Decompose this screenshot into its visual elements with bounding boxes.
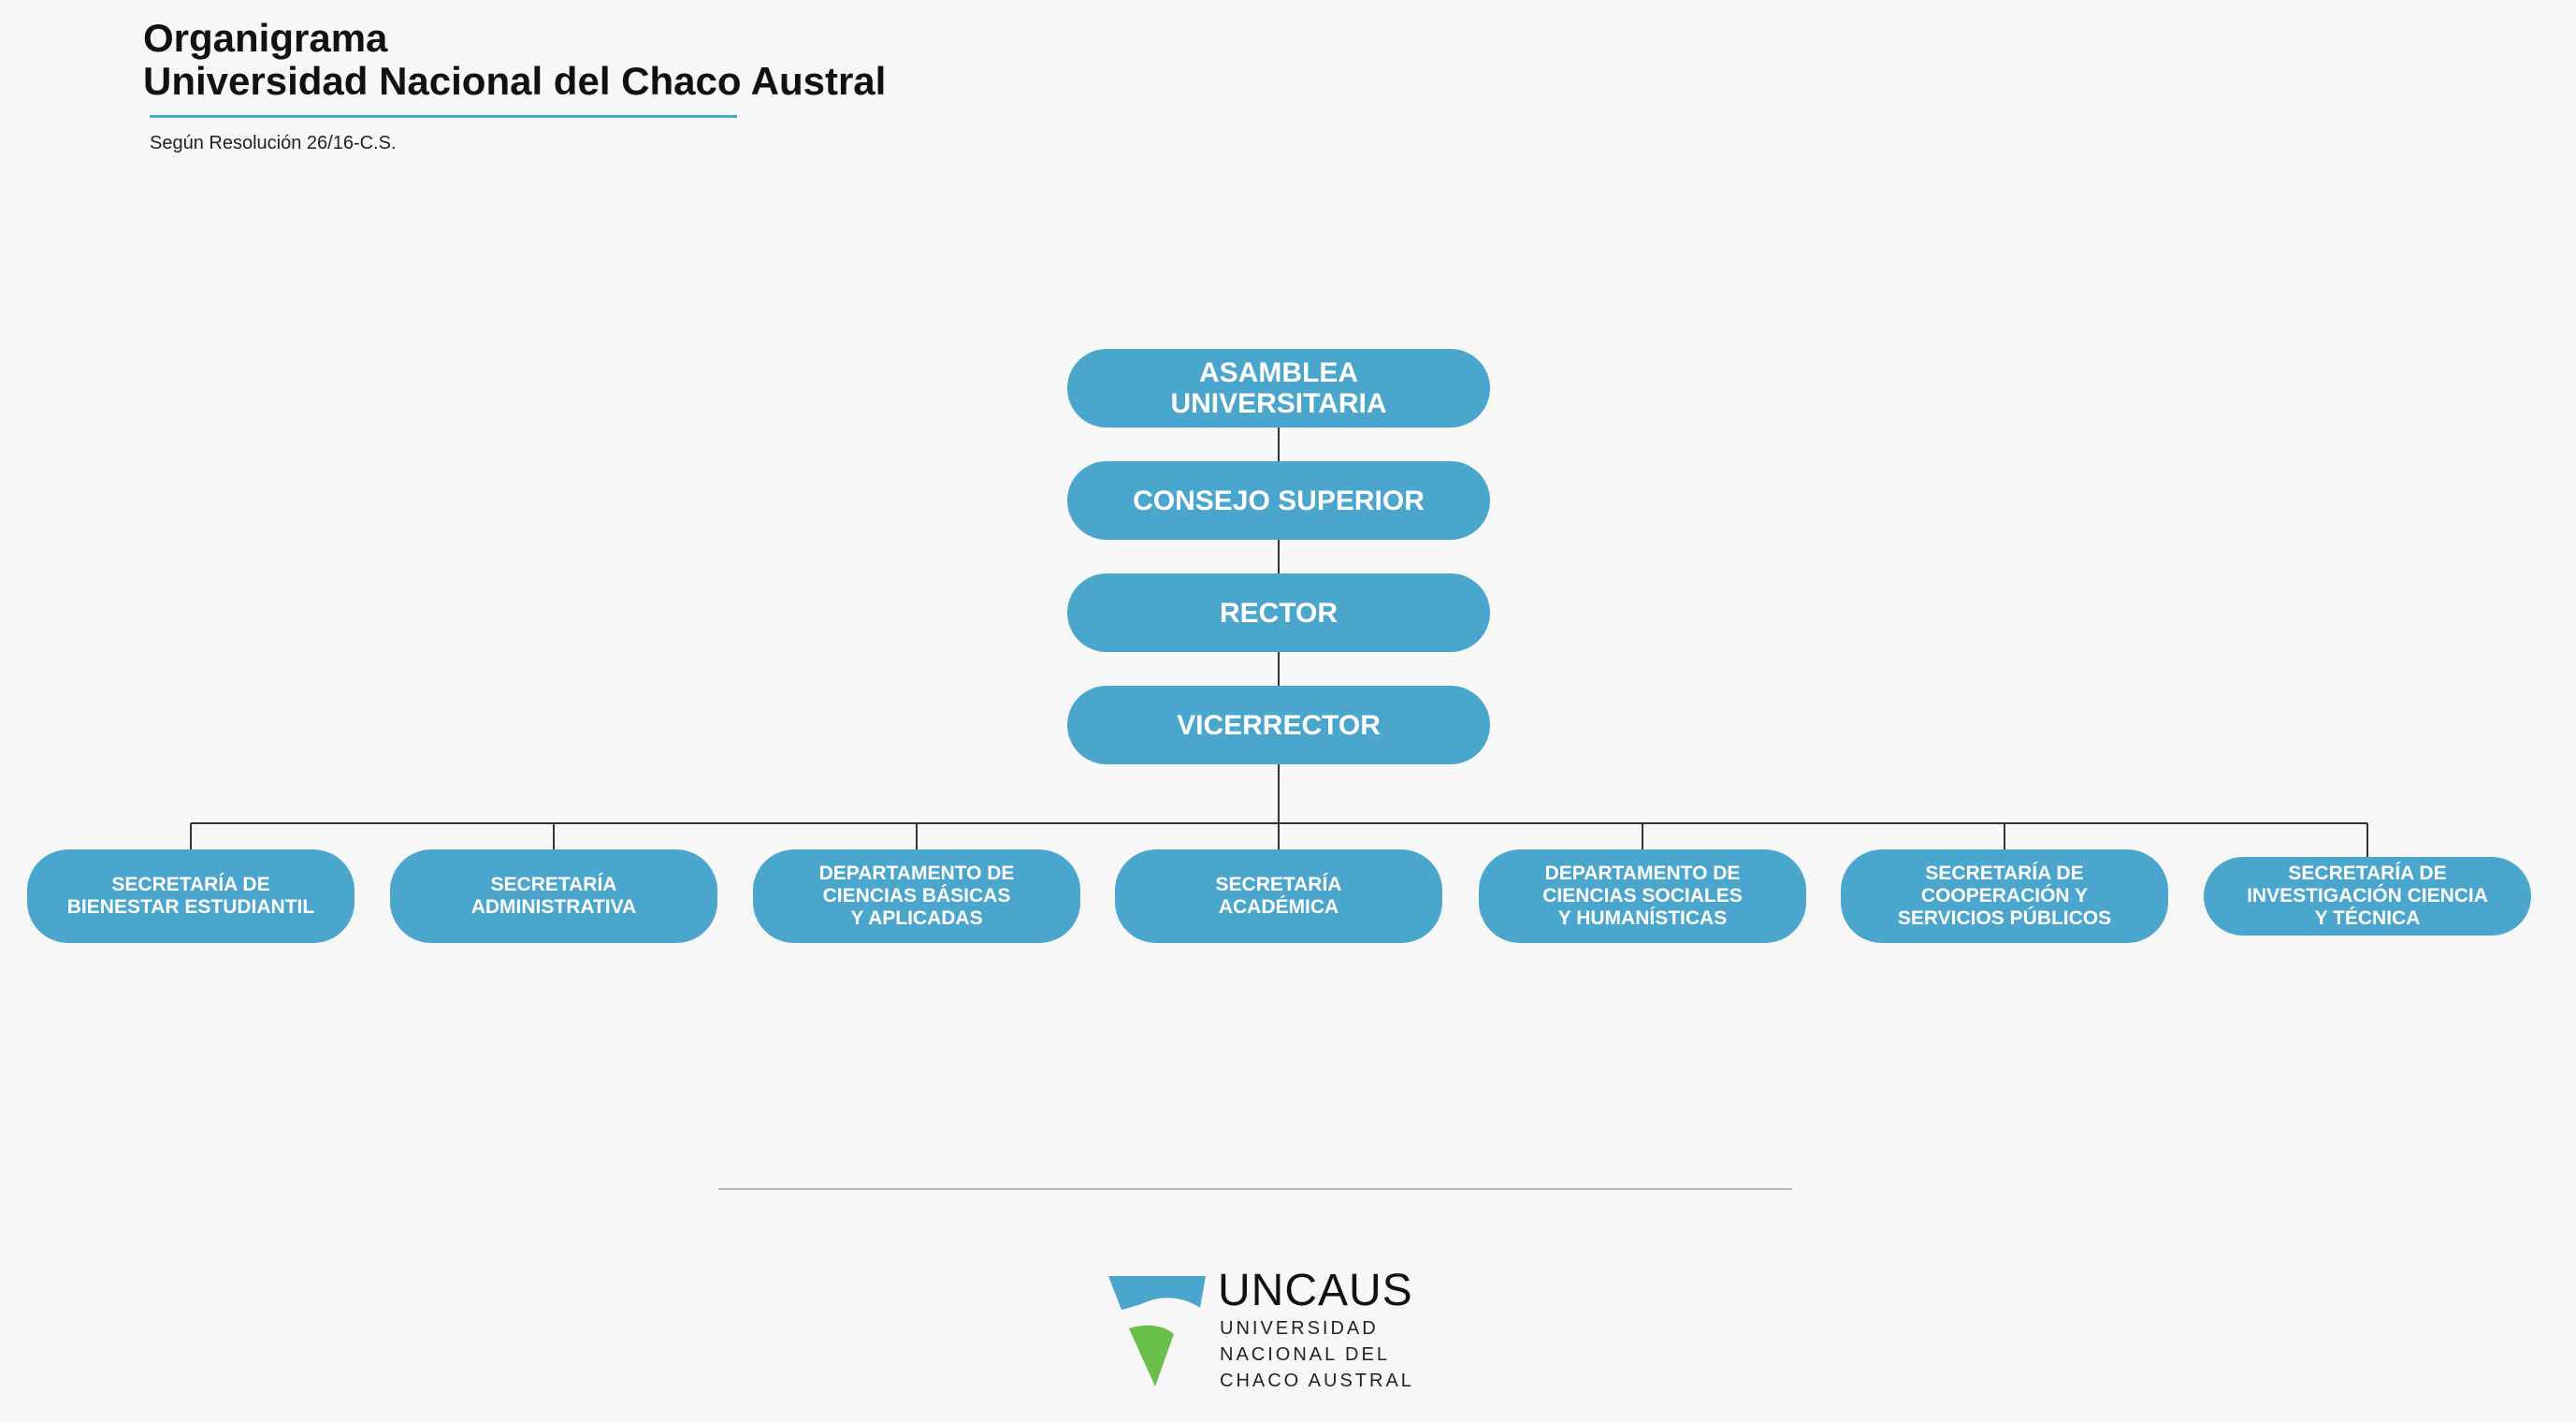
org-node-asamblea: ASAMBLEA UNIVERSITARIA: [1067, 349, 1490, 428]
title-line-2: Universidad Nacional del Chaco Austral: [143, 59, 887, 103]
org-node-basicas: DEPARTAMENTO DE CIENCIAS BÁSICAS Y APLIC…: [753, 849, 1080, 943]
org-node-bienestar: SECRETARÍA DE BIENESTAR ESTUDIANTIL: [27, 849, 355, 943]
logo-university-name: UNIVERSIDAD NACIONAL DEL CHACO AUSTRAL: [1220, 1318, 1414, 1391]
org-node-administrativa: SECRETARÍA ADMINISTRATIVA: [390, 849, 717, 943]
org-node-sociales: DEPARTAMENTO DE CIENCIAS SOCIALES Y HUMA…: [1479, 849, 1806, 943]
uncaus-logo: UNCAUS UNIVERSIDAD NACIONAL DEL CHACO AU…: [1108, 1266, 1417, 1392]
org-node-rector: RECTOR: [1067, 573, 1490, 652]
header-divider: [150, 115, 737, 118]
resolution-note: Según Resolución 26/16-C.S.: [150, 133, 397, 153]
org-node-consejo: CONSEJO SUPERIOR: [1067, 461, 1490, 540]
page-title: Organigrama Universidad Nacional del Cha…: [143, 17, 886, 103]
uncaus-logo-icon: [1108, 1276, 1206, 1386]
org-node-academica: SECRETARÍA ACADÉMICA: [1115, 849, 1442, 943]
org-node-cooperacion: SECRETARÍA DE COOPERACIÓN Y SERVICIOS PÚ…: [1841, 849, 2168, 943]
logo-acronym: UNCAUS: [1218, 1266, 1413, 1315]
footer-divider: [718, 1188, 1792, 1190]
org-node-vicerrector: VICERRECTOR: [1067, 686, 1490, 764]
title-line-1: Organigrama: [143, 16, 388, 60]
org-node-investigacion: SECRETARÍA DE INVESTIGACIÓN CIENCIA Y TÉ…: [2204, 857, 2531, 936]
